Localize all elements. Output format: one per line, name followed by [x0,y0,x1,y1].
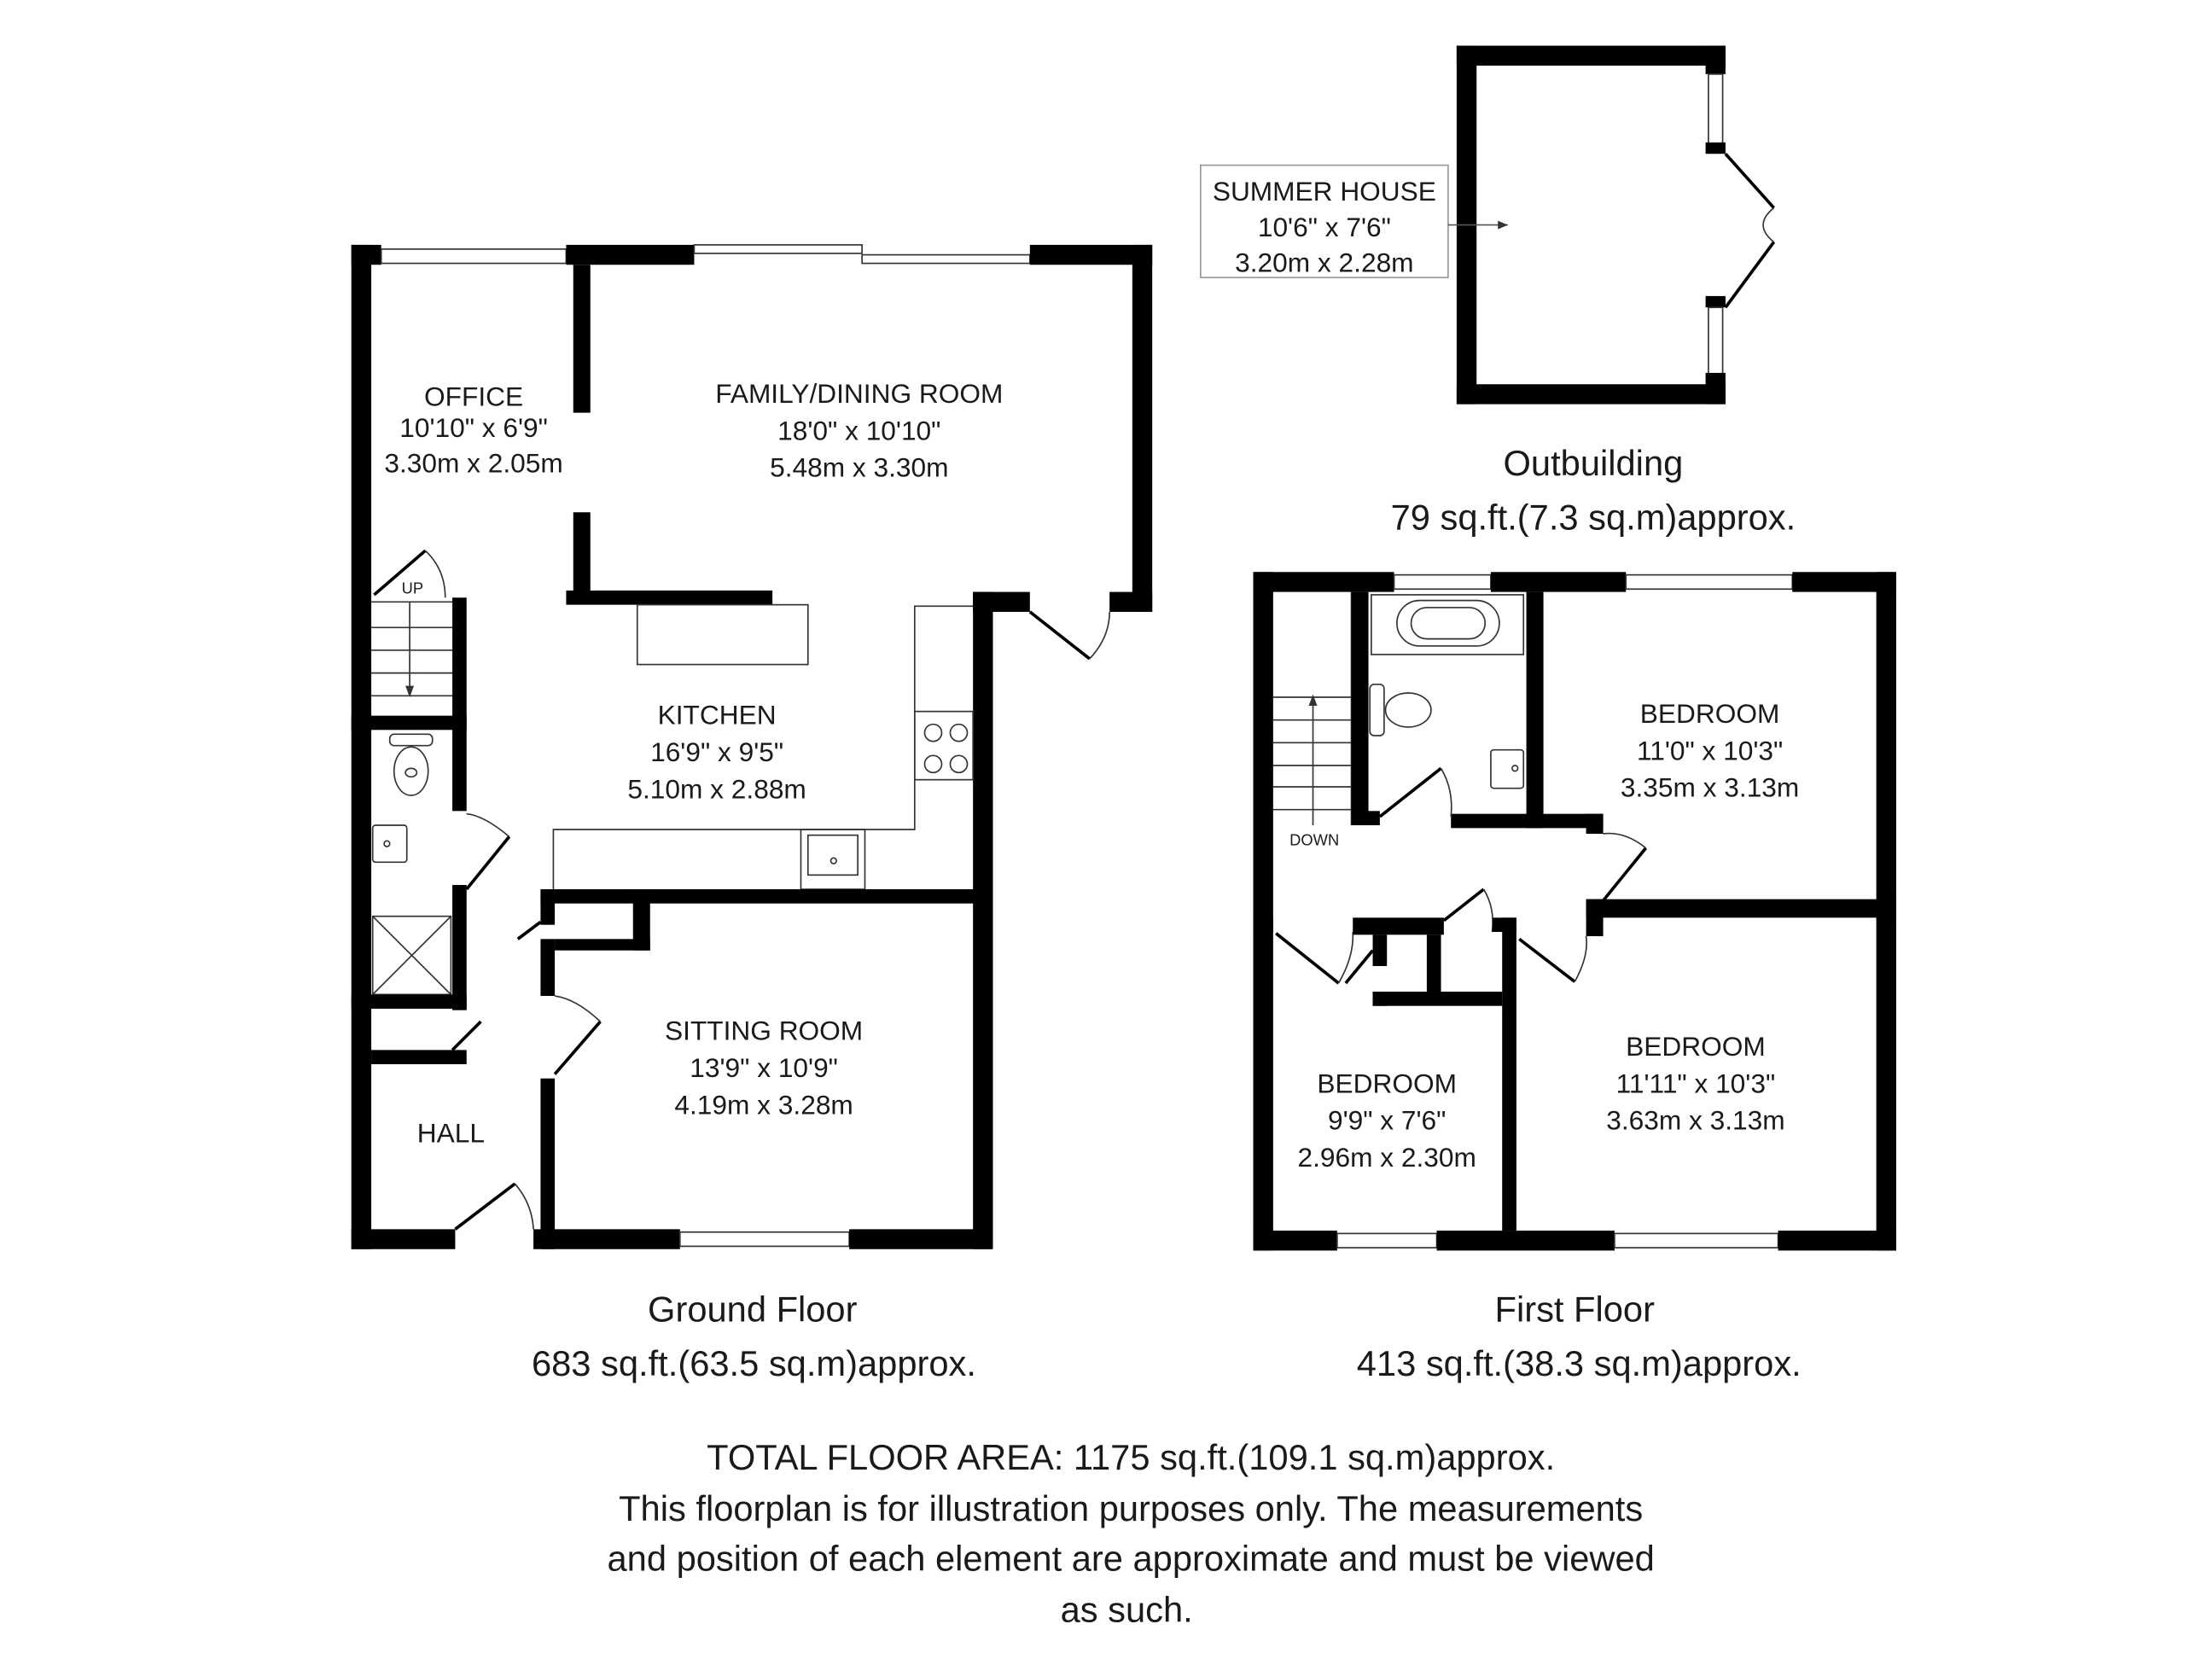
door [1028,610,1091,661]
room-metric: 2.96m x 2.30m [1298,1142,1476,1173]
arrow-up-icon [1308,694,1318,706]
sliding-door [693,244,863,254]
room-name: SITTING ROOM [665,1016,863,1046]
double-door-icon [1724,153,1776,309]
room-metric: 3.20m x 2.28m [1235,247,1413,278]
wc-icon [388,733,434,796]
room-imperial: 11'0" x 10'3" [1637,735,1783,765]
room-name: BEDROOM [1626,1031,1766,1062]
first-floor-area: 413 sq.ft.(38.3 sq.m)approx. [1357,1343,1802,1383]
disclaimer-line: This floorplan is for illustration purpo… [619,1488,1643,1528]
room-name: BEDROOM [1317,1068,1457,1098]
front-door [454,1182,516,1231]
footer: TOTAL FLOOR AREA: 1175 sq.ft.(109.1 sq.m… [608,1437,1655,1629]
room-metric: 3.30m x 2.05m [384,448,562,479]
room-imperial: 11'11" x 10'3" [1616,1068,1776,1098]
room-name: HALL [417,1118,485,1149]
room-imperial: 10'6" x 7'6" [1258,212,1391,242]
toilet-icon [1369,684,1432,736]
door [1602,847,1648,902]
disclaimer-line: and position of each element are approxi… [608,1538,1655,1578]
arrow-icon [1498,220,1508,230]
door [1518,937,1576,983]
window [1625,573,1794,591]
outbuilding-plan: SUMMER HOUSE 10'6" x 7'6" 3.20m x 2.28m … [1200,45,1796,537]
window [1708,306,1724,377]
summer-house-label-box [1200,164,1449,279]
first-floor-plan: DOWN [1253,572,1896,1383]
disclaimer-line: as such. [1061,1589,1193,1629]
stairs-up: UP [351,549,467,812]
room-name: FAMILY/DINING ROOM [715,378,1003,409]
stairs-label: DOWN [1289,830,1339,848]
room-name: BEDROOM [1640,698,1780,729]
hob-icon [913,710,974,781]
worktop [552,605,974,890]
room-imperial: 16'9" x 9'5" [650,736,783,767]
door [465,835,511,891]
outbuilding-title: Outbuilding [1504,443,1684,483]
window [1393,573,1492,591]
room-imperial: 10'10" x 6'9" [399,412,548,443]
window [1614,1232,1779,1249]
door [553,1020,602,1075]
room-imperial: 9'9" x 7'6" [1328,1105,1446,1136]
room-metric: 5.48m x 3.30m [770,452,948,483]
window [678,1231,850,1248]
room-metric: 3.35m x 3.13m [1621,772,1799,803]
door [1442,888,1485,923]
ground-floor-area: 683 sq.ft.(63.5 sq.m)approx. [532,1343,976,1383]
shower-icon [371,915,452,996]
total-floor-area: TOTAL FLOOR AREA: 1175 sq.ft.(109.1 sq.m… [707,1437,1555,1477]
sink-icon [800,829,866,890]
room-metric: 5.10m x 2.88m [627,773,806,804]
room-imperial: 13'9" x 10'9" [690,1052,838,1083]
arrow-down-icon [405,685,415,697]
bath-icon [1371,594,1525,655]
room-metric: 3.63m x 3.13m [1606,1105,1784,1136]
room-name: KITCHEN [658,700,777,731]
basin-icon [371,824,408,864]
room-imperial: 18'0" x 10'10" [777,415,940,445]
window [1708,73,1724,147]
room-name: SUMMER HOUSE [1213,176,1436,207]
room-name: OFFICE [424,381,523,411]
door [1275,932,1340,985]
stairs-down: DOWN [1272,591,1353,848]
stairs-label: UP [402,579,423,597]
door [1378,766,1442,818]
sliding-door [861,253,1031,265]
ground-floor-title: Ground Floor [648,1289,858,1330]
kitchen-island [636,603,809,666]
window [1336,1232,1438,1249]
first-floor-title: First Floor [1495,1289,1656,1330]
outbuilding-area: 79 sq.ft.(7.3 sq.m)approx. [1391,497,1796,537]
window [380,248,568,265]
room-metric: 4.19m x 3.28m [674,1089,853,1120]
basin-icon [1490,748,1525,789]
ground-floor-plan: UP OFFICE [351,244,1153,1383]
